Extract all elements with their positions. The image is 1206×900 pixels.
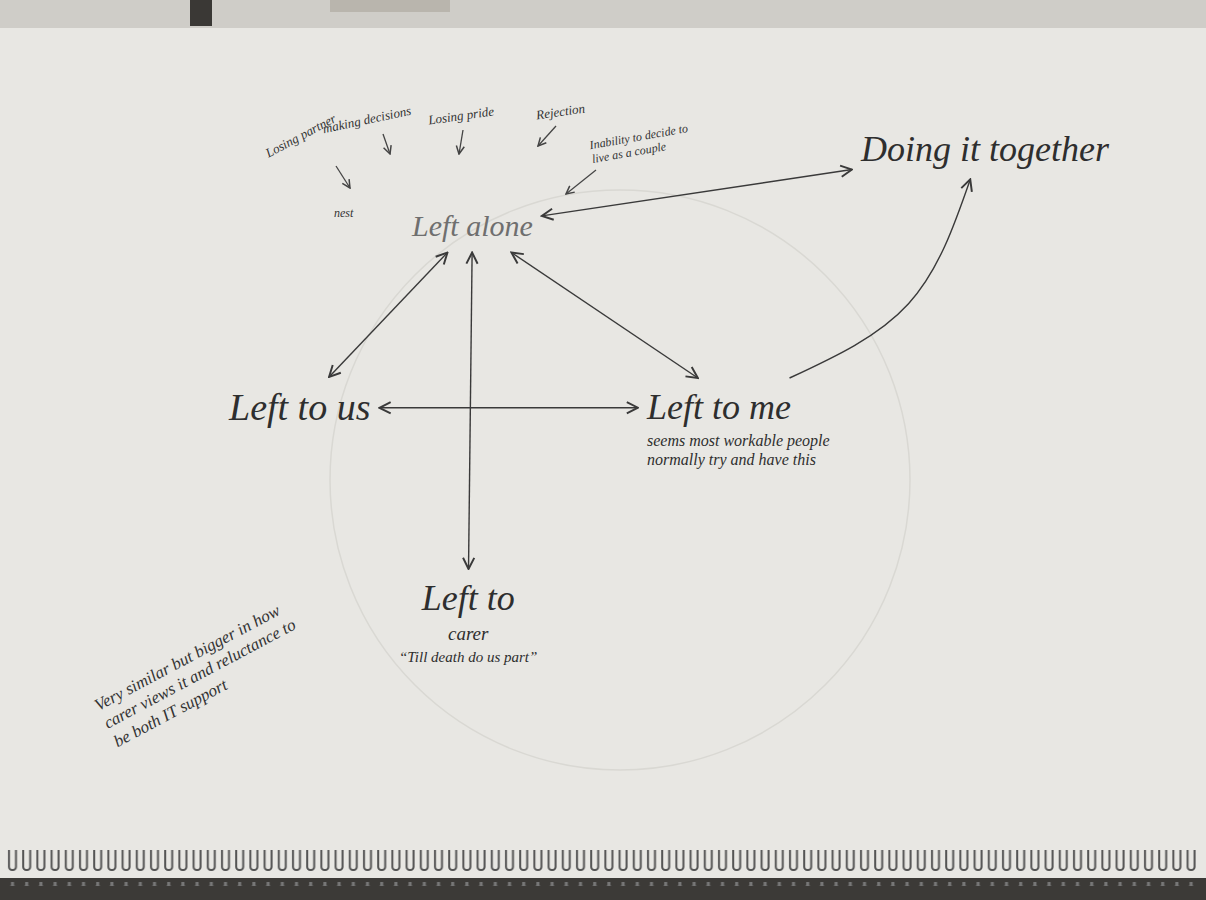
node-heading: Left to	[399, 578, 537, 619]
issue-note: making decisions	[321, 103, 412, 137]
spiral-binding	[6, 850, 1200, 886]
arrow-connector	[790, 179, 971, 378]
arrow-connector	[511, 253, 697, 379]
node-body: seems most workable people normally try …	[647, 432, 837, 469]
arrow-connector	[329, 253, 447, 378]
leader-arrow	[336, 166, 350, 188]
node-heading: Left to me	[647, 387, 837, 428]
issue-note: Inability to decide to live as a couple	[588, 118, 709, 167]
photo-edge	[190, 0, 212, 26]
node-heading: Left alone	[412, 209, 533, 244]
leader-arrow	[538, 126, 556, 146]
leader-arrow	[566, 170, 596, 194]
arrow-connector	[379, 407, 638, 408]
node-body: “Till death do us part”	[399, 649, 537, 666]
leader-arrow	[459, 130, 463, 154]
situation-node: Left to me seems most workable people nor…	[643, 383, 841, 473]
margin-note: Very similar but bigger in how carer vie…	[91, 589, 325, 752]
node-heading: Left to us	[229, 386, 370, 430]
situation-node: Left to carer “Till death do us part”	[395, 574, 541, 670]
arrow-connector	[542, 170, 852, 216]
issue-note: Rejection	[535, 101, 586, 123]
arrow-connector	[469, 253, 473, 570]
photo-edge	[0, 0, 1206, 28]
node-body: carer	[399, 623, 537, 645]
node-heading: Doing it together	[861, 129, 1109, 170]
photo-edge	[330, 0, 450, 12]
situation-node: Left alone	[408, 205, 537, 248]
goal-node: Doing it together	[857, 125, 1113, 174]
issue-note: Losing pride	[427, 103, 495, 128]
side-note: nest	[334, 206, 353, 220]
leader-arrow	[383, 134, 390, 154]
situation-node: Left to us	[225, 382, 374, 434]
faint-circle	[330, 190, 910, 770]
